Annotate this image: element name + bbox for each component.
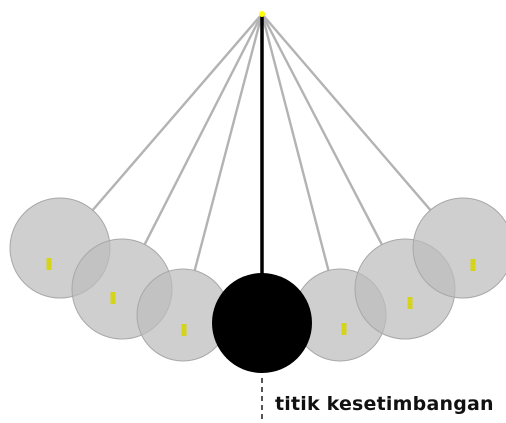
string-near-left	[193, 13, 264, 271]
bob-marker	[181, 324, 187, 336]
bob-marker	[341, 323, 347, 335]
bob-marker	[470, 259, 476, 271]
bob-markers	[46, 258, 476, 336]
bob-marker	[110, 292, 116, 304]
bob-marker	[46, 258, 52, 270]
pendulum-strings	[91, 13, 432, 271]
pivot-point	[259, 11, 265, 17]
string-near-right	[260, 13, 330, 271]
bob-far-right	[412, 197, 506, 299]
equilibrium-label: titik kesetimbangan	[275, 393, 494, 415]
center-bob	[212, 273, 312, 373]
string-far-left	[91, 13, 263, 211]
string-mid-right	[260, 13, 383, 246]
bob-marker	[407, 297, 413, 309]
pendulum-bobs	[9, 197, 506, 362]
string-far-right	[261, 13, 432, 211]
string-mid-left	[143, 13, 264, 245]
